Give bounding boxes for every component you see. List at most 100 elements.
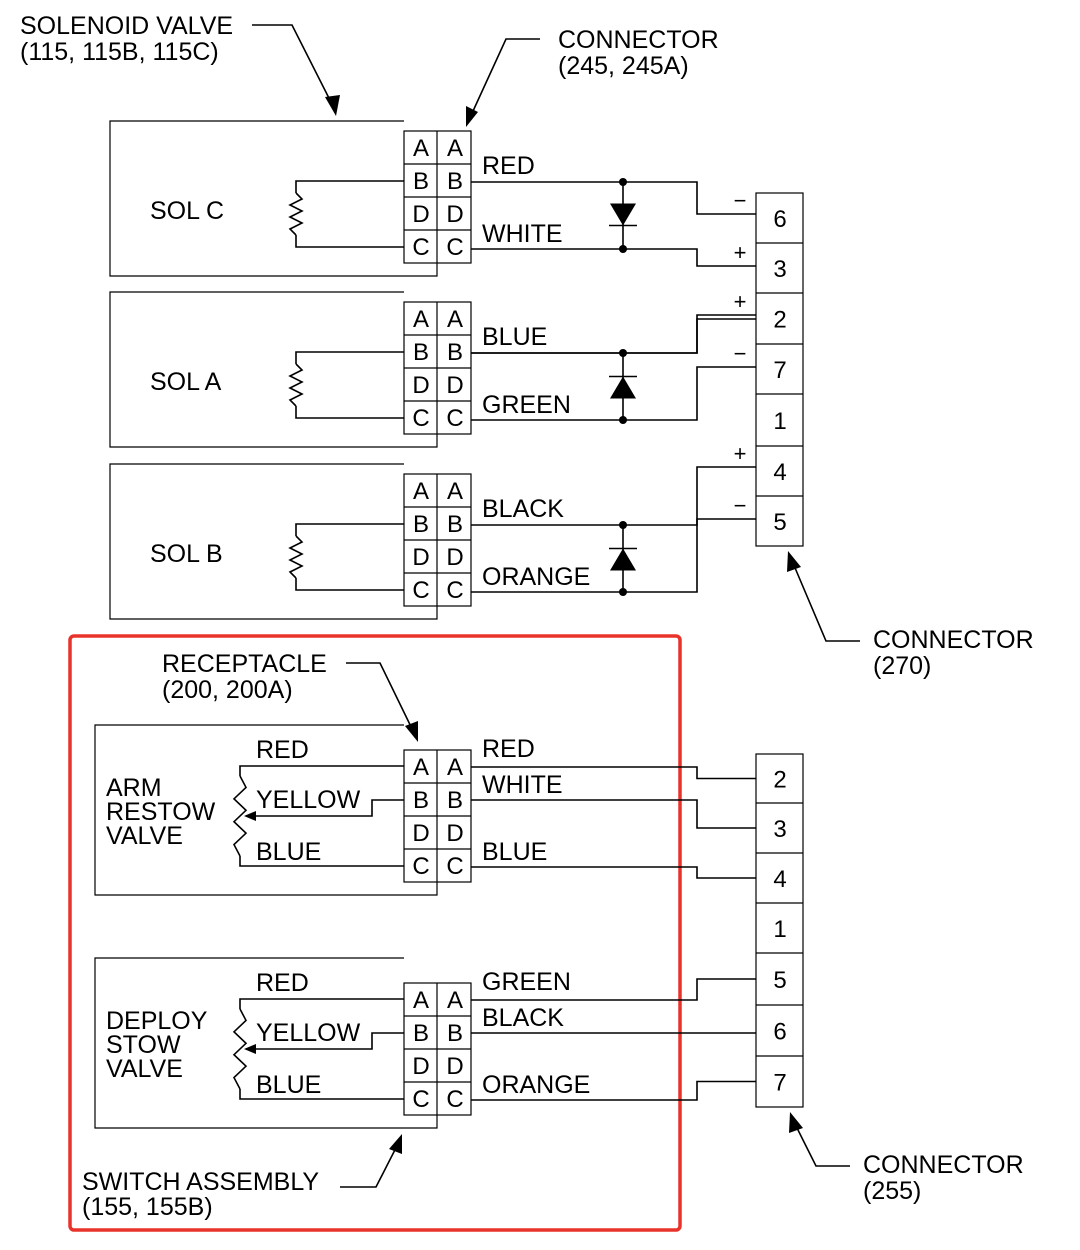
switch-pin-left: B	[413, 1020, 429, 1047]
polarity-sign: +	[734, 289, 747, 314]
switch-housing	[94, 724, 438, 896]
callout-connector-255-line2: (255)	[863, 1177, 921, 1205]
solenoid-pin-right: A	[447, 306, 463, 333]
switch-pin-left: D	[412, 820, 429, 847]
pot-lead-bottom	[239, 856, 404, 867]
connector-255-body	[755, 753, 804, 1108]
callout-switch-assembly-leader	[340, 1139, 401, 1188]
junction-dot	[619, 178, 627, 186]
connector-270-pin: 4	[773, 459, 786, 486]
diode-icon	[610, 376, 636, 399]
wire-label-top: BLACK	[482, 495, 564, 523]
diode-icon	[610, 203, 636, 226]
callout-receptacle: RECEPTACLE (200, 200A)	[162, 650, 418, 742]
connector-270-body	[755, 192, 804, 547]
callout-receptacle-leader	[346, 662, 417, 738]
polarity-sign: −	[734, 188, 747, 213]
connector-255-pin: 3	[773, 816, 786, 843]
coil-icon	[288, 535, 304, 579]
solenoid-pin-left: C	[412, 234, 429, 261]
wiper-arrow-icon	[244, 811, 256, 821]
callout-connector-245-leader	[467, 38, 540, 123]
wire-label-top: RED	[482, 152, 535, 180]
solenoid-pin-left: B	[413, 168, 429, 195]
switch-pin-left: D	[412, 1053, 429, 1080]
polarity-sign: +	[734, 441, 747, 466]
callout-switch-assembly-arrowhead	[389, 1134, 402, 1154]
callout-connector-255-arrowhead	[789, 1112, 803, 1133]
solenoid-pin-left: C	[412, 577, 429, 604]
solenoid-pin-right: A	[447, 135, 463, 162]
switch-wire-label: GREEN	[482, 968, 571, 996]
callout-solenoid-valve-leader	[252, 24, 337, 113]
solenoid-pin-left: D	[412, 201, 429, 228]
junction-dot	[619, 349, 627, 357]
connector-270-pin: 7	[773, 357, 786, 384]
wire-label-bottom: ORANGE	[482, 563, 590, 591]
coil-lead-bottom	[295, 406, 404, 419]
switch-pin-right: B	[447, 787, 463, 814]
switch-pin-right: C	[446, 853, 463, 880]
coil-lead-top	[295, 180, 404, 193]
solenoid-pin-left: B	[413, 339, 429, 366]
callout-connector-245-line2: (245, 245A)	[558, 52, 689, 80]
pot-label-bottom: BLUE	[256, 1071, 321, 1099]
pot-lead-top	[239, 998, 404, 1009]
connector-255-pin: 6	[773, 1019, 786, 1046]
coil-icon	[288, 192, 304, 236]
switch-pin-right: B	[447, 1020, 463, 1047]
switch-wire	[471, 1080, 756, 1101]
callout-connector-255: CONNECTOR (255)	[789, 1112, 1024, 1205]
diode-icon	[610, 548, 636, 571]
switch-pin-left: B	[413, 787, 429, 814]
callout-connector-245-arrowhead	[466, 106, 478, 127]
callout-receptacle-arrowhead	[405, 721, 418, 742]
solenoid-pin-right: C	[446, 234, 463, 261]
connector-255-pin: 1	[773, 916, 786, 943]
switch-name-line: STOW	[106, 1031, 181, 1059]
callout-connector-270-arrowhead	[787, 551, 801, 572]
switch-pin-left: C	[412, 1086, 429, 1113]
polarity-sign: −	[734, 493, 747, 518]
callout-receptacle-line1: RECEPTACLE	[162, 650, 327, 678]
callout-switch-assembly-line2: (155, 155B)	[82, 1193, 213, 1221]
callout-connector-270: CONNECTOR (270)	[787, 551, 1034, 680]
pot-lead-top	[239, 765, 404, 776]
switch-pin-right: C	[446, 1086, 463, 1113]
pot-label-top: RED	[256, 969, 309, 997]
solenoid-pin-right: B	[447, 168, 463, 195]
solenoid-name: SOL A	[150, 368, 222, 396]
solenoid-pin-left: A	[413, 135, 429, 162]
pot-wiper-lead	[246, 799, 404, 817]
switch-name-line: ARM	[106, 774, 162, 802]
callout-connector-245-line1: CONNECTOR	[558, 26, 719, 54]
callout-connector-255-line1: CONNECTOR	[863, 1151, 1024, 1179]
solenoid-housing	[109, 463, 438, 620]
polarity-sign: +	[734, 240, 747, 265]
solenoid-pin-right: D	[446, 544, 463, 571]
switch-wire	[471, 766, 756, 780]
switch-pin-left: C	[412, 853, 429, 880]
coil-icon	[288, 363, 304, 407]
callout-solenoid-valve-line2: (115, 115B, 115C)	[20, 38, 219, 66]
switch-name-line: VALVE	[106, 1055, 183, 1083]
wiper-arrow-icon	[244, 1044, 256, 1054]
pot-label-wiper: YELLOW	[256, 786, 361, 814]
solenoid-pin-right: B	[447, 339, 463, 366]
coil-lead-top	[295, 351, 404, 364]
switch-wire-label: WHITE	[482, 771, 563, 799]
switch-wire-label: BLACK	[482, 1004, 564, 1032]
solenoid-pin-right: C	[446, 405, 463, 432]
connector-255-pin: 5	[773, 967, 786, 994]
connector-255-pin: 7	[773, 1070, 786, 1097]
solenoid-pin-right: C	[446, 577, 463, 604]
coil-lead-bottom	[295, 578, 404, 591]
coil-lead-bottom	[295, 235, 404, 248]
wire-bottom	[471, 366, 756, 421]
